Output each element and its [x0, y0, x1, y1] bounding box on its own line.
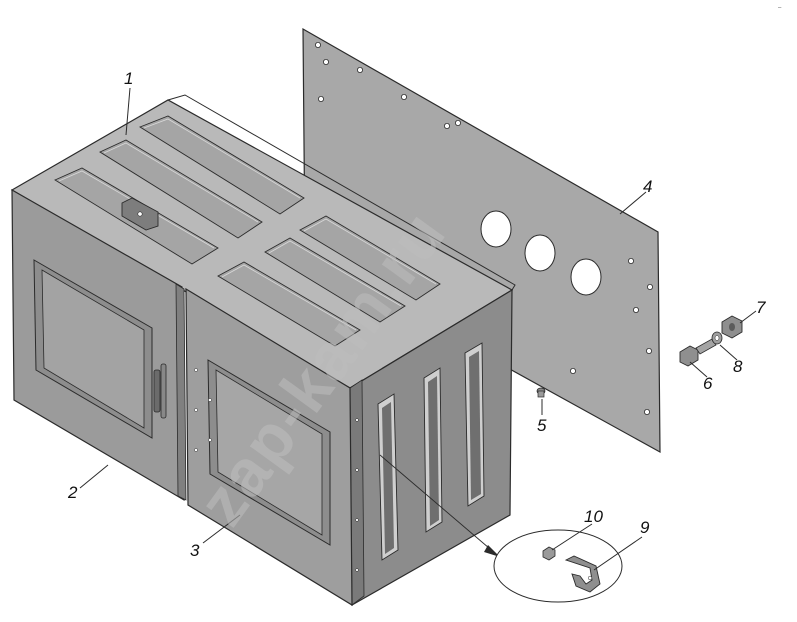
box-side-wall — [349, 288, 513, 607]
callout-5: 5 — [537, 416, 547, 435]
detail-view — [379, 454, 623, 603]
callout-2: 2 — [67, 483, 78, 502]
callout-labels: 1 2 3 4 5 6 7 8 9 10 — [67, 69, 766, 560]
front-door-left — [11, 188, 187, 502]
callout-7: 7 — [756, 298, 766, 317]
corner-mark: – — [778, 5, 782, 11]
callout-10: 10 — [584, 507, 603, 526]
callout-8: 8 — [733, 357, 743, 376]
front-door-right — [185, 287, 353, 607]
callout-9: 9 — [640, 518, 650, 537]
back-plate — [302, 27, 661, 454]
washer-8 — [711, 331, 723, 345]
bolt-6 — [679, 338, 717, 367]
leader-lines — [79, 87, 757, 571]
callout-1: 1 — [124, 69, 133, 88]
nut-7 — [721, 315, 743, 339]
screw-5 — [536, 387, 546, 398]
callout-4: 4 — [643, 177, 652, 196]
callout-3: 3 — [190, 541, 200, 560]
callout-6: 6 — [703, 374, 713, 393]
box-top-cover — [10, 94, 516, 389]
